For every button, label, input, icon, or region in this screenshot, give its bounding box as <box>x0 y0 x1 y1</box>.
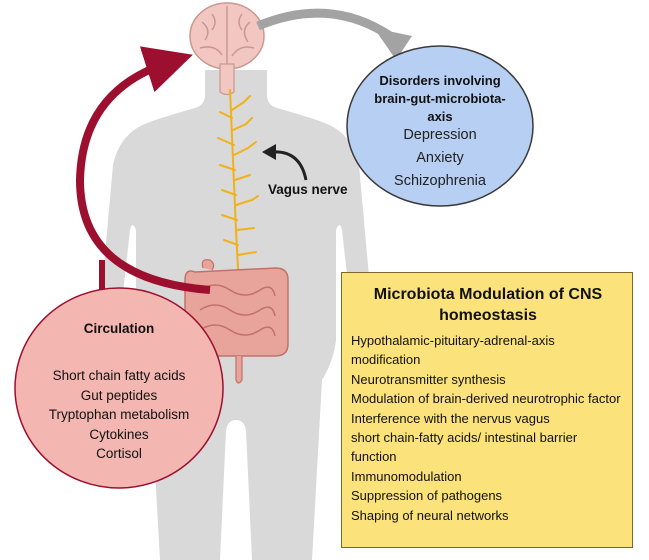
circulation-title: Circulation <box>83 321 155 336</box>
microbiota-list: Hypothalamic-pituitary-adrenal-axis modi… <box>351 331 626 525</box>
disorder-item: Schizophrenia <box>394 173 486 189</box>
intestines-icon <box>184 259 289 384</box>
microbiota-item: Immunomodulation <box>351 468 462 484</box>
circulation-item: Gut peptides <box>80 387 158 403</box>
circulation-item: Short chain fatty acids <box>52 368 186 383</box>
microbiota-item: Hypothalamic-pituitary-adrenal-axis modi… <box>351 333 555 368</box>
brain-icon <box>189 2 265 96</box>
circulation-circle <box>14 287 224 489</box>
microbiota-title: Microbiota Modulation of CNS homeostasis <box>373 286 603 324</box>
circulation-arrow <box>75 46 211 294</box>
vagus-nerve-label: Vagus nerve <box>268 182 348 197</box>
microbiota-item: Shaping of neural networks <box>351 507 509 523</box>
disorder-item: Depression <box>403 127 477 143</box>
vagus-nerve <box>217 89 259 301</box>
microbiota-box <box>341 272 633 548</box>
circulation-item: Cytokines <box>89 426 149 442</box>
disorder-item: Anxiety <box>416 150 464 166</box>
microbiota-item: Modulation of brain-derived neurotrophic… <box>351 391 621 407</box>
microbiota-item: short chain-fatty acids/ intestinal barr… <box>351 430 578 465</box>
disorders-list: Depression Anxiety Schizophrenia <box>375 124 505 193</box>
circulation-list: Short chain fatty acids Gut peptides Try… <box>24 366 214 464</box>
circulation-item: Tryptophan metabolism <box>48 407 190 422</box>
disorders-circle <box>346 45 534 207</box>
microbiota-item: Suppression of pathogens <box>351 488 503 504</box>
vagus-arrow <box>262 144 308 181</box>
disorders-arrow <box>256 8 412 60</box>
circulation-item: Cortisol <box>96 446 142 461</box>
microbiota-item: Interference with the nervus vagus <box>351 410 550 426</box>
disorders-title: Disorders involving brain-gut-microbiota… <box>374 73 506 124</box>
microbiota-item: Neurotransmitter synthesis <box>351 371 506 387</box>
